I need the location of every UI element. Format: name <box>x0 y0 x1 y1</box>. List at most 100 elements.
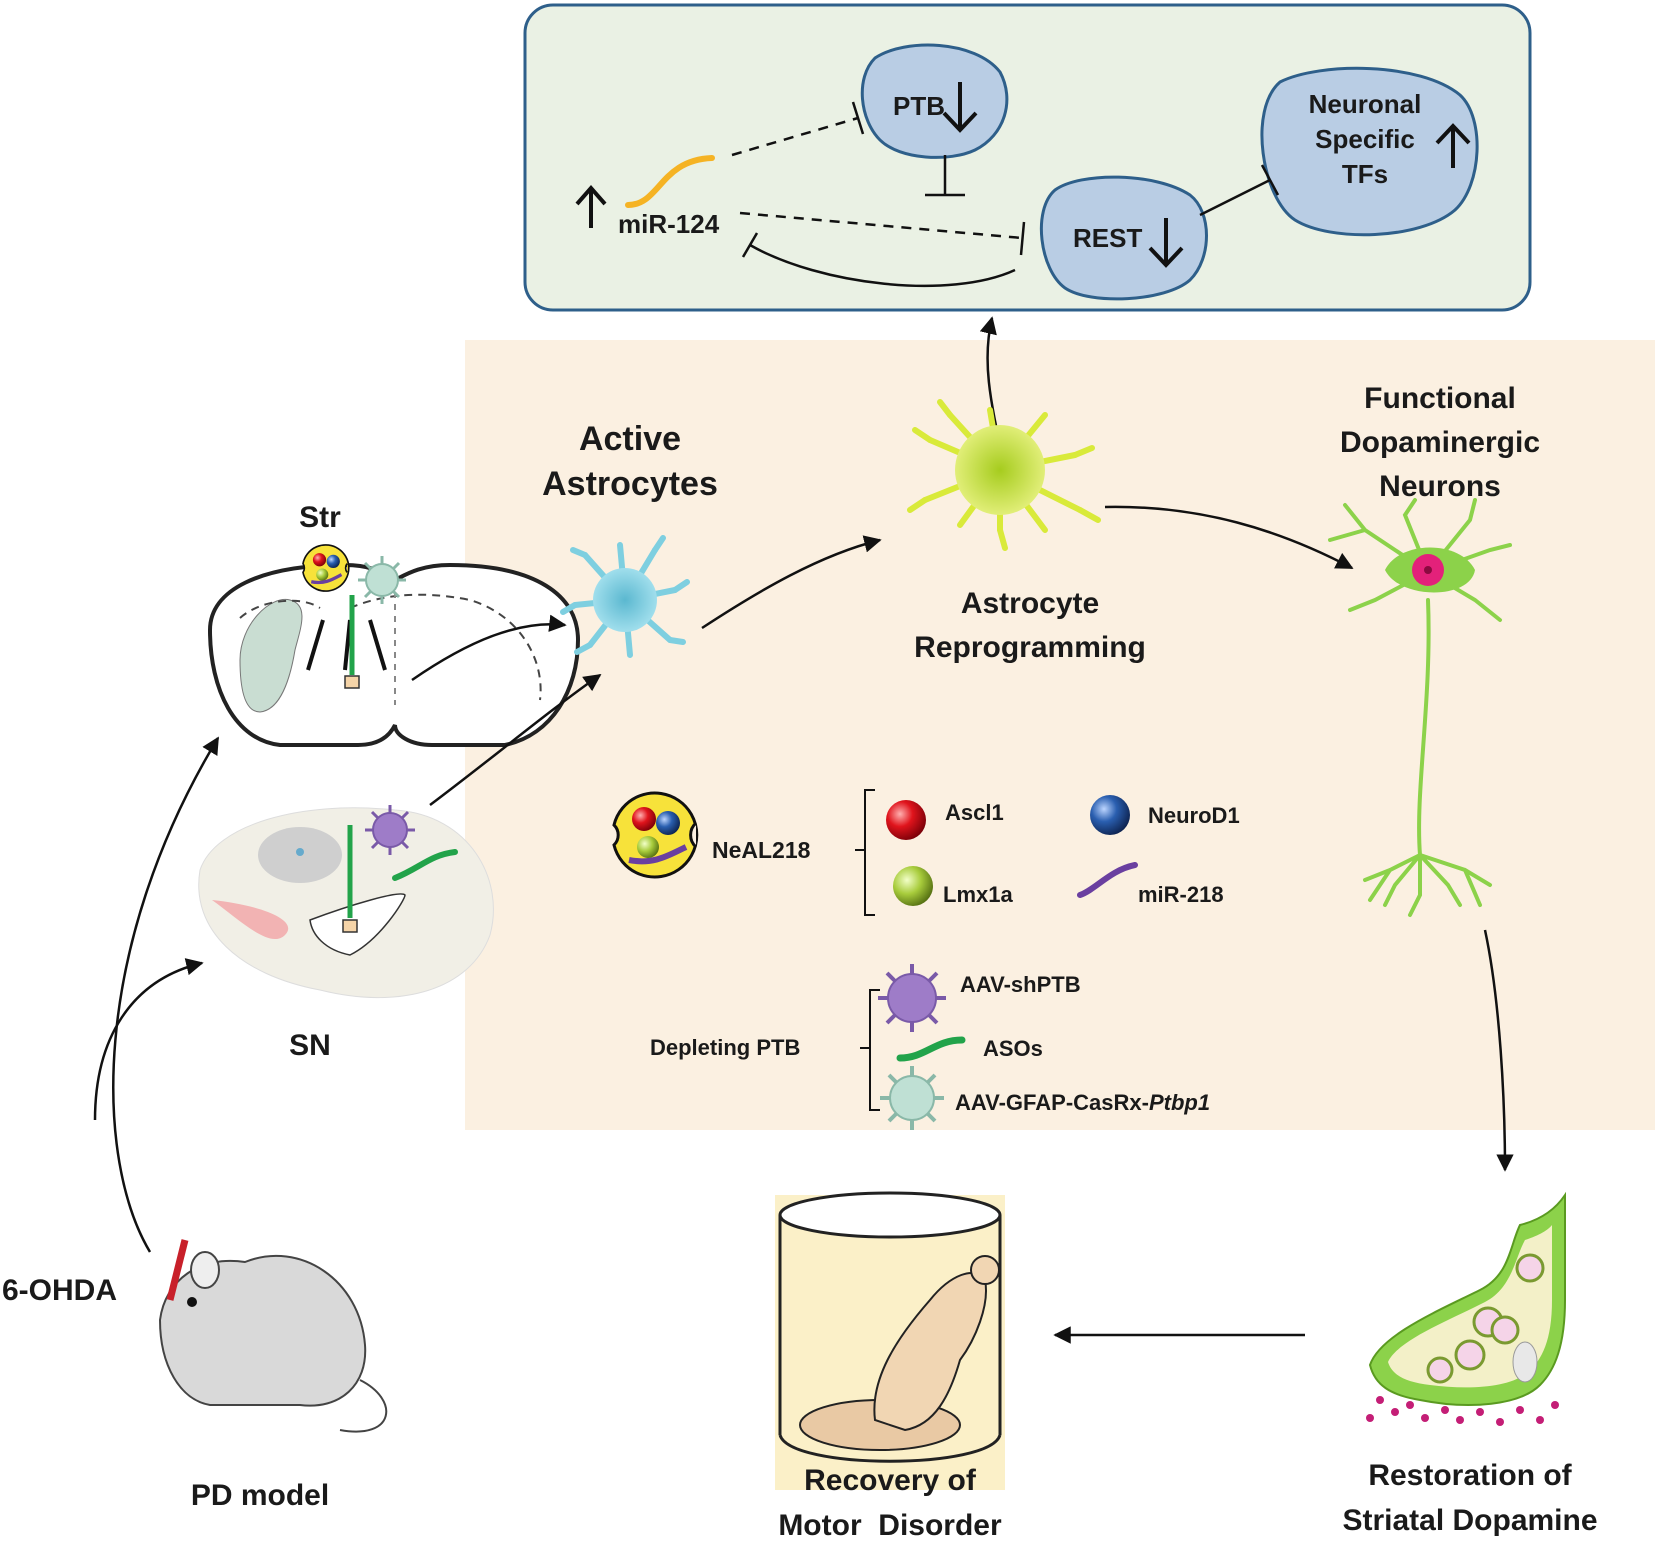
pathway-panel: PTB REST Neuronal Specific TFs miR-124 <box>523 3 1532 312</box>
neal218-icon <box>612 791 699 879</box>
depleting-ptb-legend: Depleting PTB AAV-shPTB ASOs AAV-GFAP-Ca… <box>650 964 1210 1130</box>
reprogramming-line1: Astrocyte <box>961 587 1099 620</box>
dopaminergic-neuron: Functional Dopaminergic Neurons <box>1328 382 1540 917</box>
synapse-illustration: Restoration of Striatal Dopamine <box>1342 1191 1598 1537</box>
mouse-to-sn-arrow <box>93 958 204 1121</box>
ascl1-icon <box>886 800 926 840</box>
pd-mouse: 6-OHDA PD model <box>2 1239 388 1512</box>
neurons-label-line1: Functional <box>1364 382 1516 415</box>
vesicle <box>1490 1315 1520 1345</box>
toxin-label: 6-OHDA <box>2 1274 117 1307</box>
vesicle <box>1426 1356 1454 1384</box>
aav-gfap-virus-icon <box>880 1066 944 1130</box>
mitochondrion <box>1512 1341 1538 1383</box>
aav-shptb-label: AAV-shPTB <box>960 972 1081 997</box>
ptb-down-arrow-icon <box>942 82 978 133</box>
depleting-ptb-label: Depleting PTB <box>650 1035 800 1060</box>
cylinder-bottom <box>778 1434 1002 1463</box>
active-astrocyte-cell: Active Astrocytes <box>542 420 718 658</box>
lmx1a-icon <box>893 866 933 906</box>
cylinder-test: Recovery of Motor Disorder <box>775 1191 1005 1542</box>
asos-label: ASOs <box>983 1036 1043 1061</box>
mouse-eye <box>187 1297 197 1307</box>
mir124-up-arrow-icon <box>575 184 607 228</box>
rest-label: REST <box>1073 223 1142 253</box>
neuron-nucleolus <box>1424 566 1432 574</box>
depleting-bracket <box>860 989 880 1111</box>
active-astrocytes-line2: Astrocytes <box>542 465 718 503</box>
aso-icon <box>896 1036 966 1062</box>
mouse-body <box>158 1254 367 1407</box>
inhibit-bar <box>851 101 865 135</box>
mouse-to-str-arrow <box>112 736 220 1253</box>
rest-inhibits-tfs-edge <box>1199 178 1271 217</box>
sn-to-astrocyte-arrow <box>429 673 602 806</box>
mir124-label: miR-124 <box>618 209 720 239</box>
neal218-icon-small <box>302 544 350 592</box>
vesicle <box>1515 1253 1545 1283</box>
inhibit-bar <box>741 232 759 258</box>
dopamine-release-dots <box>1366 1396 1559 1426</box>
aso-strand-small <box>392 849 458 881</box>
ventricles <box>306 619 387 671</box>
active-astrocytes-line1: Active <box>579 420 681 458</box>
str-lesion-region <box>239 599 303 713</box>
aav-gfap-label: AAV-GFAP-CasRx-Ptbp1 <box>955 1090 1210 1115</box>
inhibit-bar <box>1019 221 1026 256</box>
ptb-blob <box>860 43 1009 159</box>
rest-blob <box>1039 175 1208 301</box>
mir124-inhibits-ptb-edge <box>731 116 859 157</box>
vesicle <box>1454 1339 1486 1371</box>
ptbp1-italic: Ptbp1 <box>1149 1090 1210 1115</box>
mouse-tail <box>339 1379 388 1433</box>
ptb-label: PTB <box>893 91 945 121</box>
neurod1-label: NeuroD1 <box>1148 803 1240 828</box>
sn-aqueduct <box>296 848 304 856</box>
str-label: Str <box>299 501 341 534</box>
neurons-label-line2: Dopaminergic <box>1340 426 1540 459</box>
cylinder-walls <box>778 1215 1002 1435</box>
ascl1-label: Ascl1 <box>945 800 1004 825</box>
reprogramming-panel <box>465 340 1655 1130</box>
neal218-label: NeAL218 <box>712 837 811 863</box>
tfs-up-arrow-icon <box>1435 123 1471 168</box>
astrocyte-to-reprogramming-arrow <box>701 535 882 630</box>
str-dashed-boundary <box>239 593 542 701</box>
pd-model-label: PD model <box>191 1479 329 1512</box>
reprogramming-to-neuron-arrow <box>1104 505 1354 570</box>
reprogramming-line2: Reprogramming <box>914 631 1146 664</box>
aav-shptb-virus-icon <box>878 964 946 1032</box>
synapse-terminal <box>1388 1225 1552 1388</box>
mir124-strand <box>625 155 715 208</box>
mir218-label: miR-218 <box>1138 882 1224 907</box>
neal218-legend: NeAL218 Ascl1 NeuroD1 Lmx1a miR-218 <box>612 789 1240 916</box>
restoration-line2: Striatal Dopamine <box>1342 1504 1597 1537</box>
str-to-astrocyte-arrow <box>411 614 567 682</box>
mir218-icon <box>1077 862 1138 898</box>
rest-down-arrow-icon <box>1148 218 1184 268</box>
lmx1a-label: Lmx1a <box>943 882 1013 907</box>
restoration-line1: Restoration of <box>1368 1459 1572 1492</box>
sn-lesioned-side <box>212 900 289 940</box>
str-injection-site <box>344 675 360 689</box>
substantia-nigra-section: SN <box>198 807 494 1062</box>
neurons-label-line3: Neurons <box>1379 470 1501 503</box>
mir124-inhibits-rest-edge <box>739 211 1023 240</box>
sn-label: SN <box>289 1029 331 1062</box>
tfs-label-line2: Specific <box>1315 124 1415 154</box>
reprogramming-astrocyte-cell: Astrocyte Reprogramming <box>907 399 1146 664</box>
sn-outline <box>198 807 494 999</box>
striatum-section: Str <box>207 501 581 747</box>
tfs-label-line3: TFs <box>1342 159 1388 189</box>
neal218-bracket <box>855 789 875 916</box>
tfs-label-line1: Neuronal <box>1309 89 1422 119</box>
cylinder-top <box>778 1191 1002 1239</box>
neuron-to-dopamine-arrow <box>1483 929 1514 1172</box>
rest-inhibits-mir124-edge <box>749 243 1016 288</box>
recovery-line2: Motor Disorder <box>778 1509 1002 1542</box>
aav-shptb-virus-icon-small <box>365 805 415 855</box>
inhibit-bar <box>1260 164 1280 196</box>
mouse-ear <box>190 1251 220 1289</box>
recovery-line1: Recovery of <box>804 1464 977 1497</box>
